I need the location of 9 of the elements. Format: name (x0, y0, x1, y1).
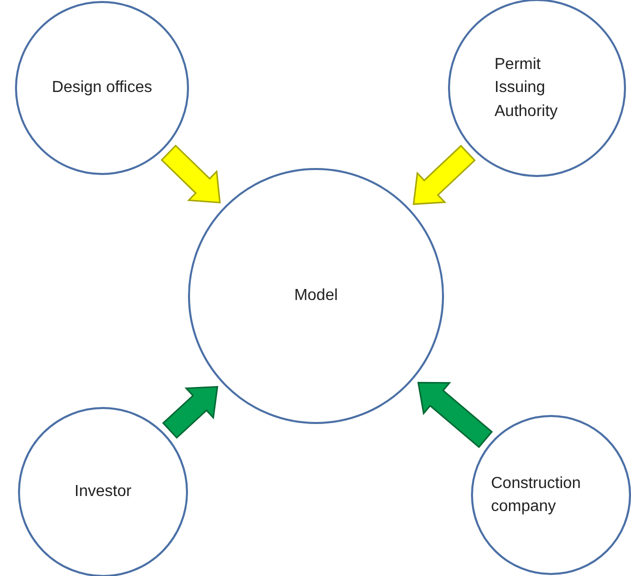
node-label: Model (294, 286, 338, 306)
node-label: Permit Issuing Authority (494, 55, 559, 122)
block-arrow (417, 382, 493, 448)
block-arrow (412, 144, 476, 205)
node-label: Investor (74, 482, 132, 502)
block-arrow (162, 386, 218, 439)
node-label: Construction company (491, 474, 582, 517)
node-label: Design offices (52, 78, 152, 98)
block-arrow (160, 144, 221, 204)
